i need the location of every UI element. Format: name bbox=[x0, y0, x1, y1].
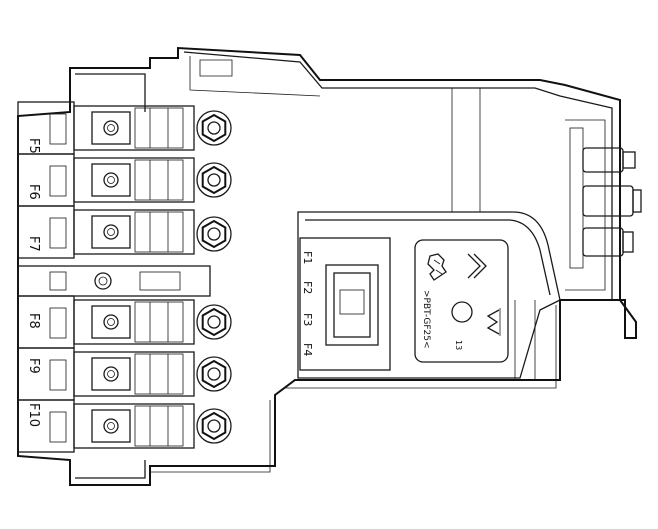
fuse-body bbox=[73, 105, 195, 151]
terminal-screw-center-icon bbox=[107, 370, 115, 378]
fuse-terminal-plate bbox=[91, 111, 131, 145]
terminal-screw-icon bbox=[103, 418, 119, 434]
terminal-screw-icon bbox=[103, 120, 119, 136]
hex-nut-icon bbox=[201, 359, 227, 389]
fuse-inner-frame bbox=[134, 159, 184, 201]
terminal-screw-center-icon bbox=[107, 176, 115, 184]
stud-nut-icon bbox=[196, 162, 232, 198]
terminal-screw-icon bbox=[103, 366, 119, 382]
fuse-body bbox=[73, 403, 195, 449]
terminal-screw-center-icon bbox=[107, 422, 115, 430]
fuse-body bbox=[73, 299, 195, 345]
stud-nut-icon bbox=[196, 408, 232, 444]
fuse-inner-frame bbox=[134, 211, 184, 253]
stud-nut-icon bbox=[196, 356, 232, 392]
center-fuse-labels: F1 F2 F3 F4 bbox=[301, 251, 314, 356]
stud-center-icon bbox=[207, 315, 221, 329]
terminal-screw-icon bbox=[103, 314, 119, 330]
center-module bbox=[297, 211, 561, 379]
fuse-terminal-plate bbox=[91, 409, 131, 443]
terminal-screw-icon bbox=[103, 172, 119, 188]
terminal-screw-center-icon bbox=[107, 124, 115, 132]
citroen-chevrons-logo-icon bbox=[467, 253, 487, 279]
fuse-inner-frame bbox=[134, 301, 184, 343]
right-connectors bbox=[569, 127, 642, 269]
fuse-label-f1: F1 bbox=[301, 251, 314, 264]
small-marking: 13 bbox=[454, 340, 463, 350]
stud-center-icon bbox=[207, 227, 221, 241]
fuse-label-f10: F10 bbox=[26, 403, 41, 427]
hex-nut-icon bbox=[201, 307, 227, 337]
fuse-body bbox=[73, 351, 195, 397]
fuse-body bbox=[73, 209, 195, 255]
fuse-label-f4: F4 bbox=[301, 343, 314, 356]
housing-outline bbox=[17, 46, 637, 486]
fuse-body bbox=[73, 157, 195, 203]
terminal-screw-center-icon bbox=[107, 318, 115, 326]
terminal-screw-center-icon bbox=[107, 228, 115, 236]
stud-center-icon bbox=[207, 419, 221, 433]
fuse-terminal-plate bbox=[91, 357, 131, 391]
fuse-tab-slot bbox=[49, 411, 67, 443]
stud-nut-icon bbox=[196, 110, 232, 146]
left-fuse-labels: F5 F6 F7 F8 F9 F10 bbox=[26, 138, 41, 427]
fuse-label-f8: F8 bbox=[26, 313, 41, 329]
fuse-row bbox=[17, 153, 232, 207]
fuse-inner-frame bbox=[134, 405, 184, 447]
hex-nut-icon bbox=[201, 411, 227, 441]
fuse-terminal-plate bbox=[91, 163, 131, 197]
stud-nut-icon bbox=[196, 304, 232, 340]
hex-nut-icon bbox=[201, 165, 227, 195]
fuse-label-f5: F5 bbox=[26, 138, 41, 154]
fuse-terminal-plate bbox=[91, 305, 131, 339]
fuse-label-f3: F3 bbox=[301, 313, 314, 326]
vw-logo-icon bbox=[486, 308, 501, 336]
stud-center-icon bbox=[207, 367, 221, 381]
fuse-label-f7: F7 bbox=[26, 236, 41, 252]
fuse-row bbox=[17, 399, 232, 453]
fuse-tab-slot bbox=[49, 307, 67, 339]
fuse-row bbox=[17, 101, 232, 155]
stud-center-icon bbox=[207, 121, 221, 135]
fuse-label-f6: F6 bbox=[26, 184, 41, 200]
stud-center-icon bbox=[207, 173, 221, 187]
fuse-tab-slot bbox=[49, 359, 67, 391]
fuse-label-f2: F2 bbox=[301, 281, 314, 294]
fuse-inner-frame bbox=[134, 107, 184, 149]
fuse-rows bbox=[17, 101, 232, 453]
terminal-screw-icon bbox=[103, 224, 119, 240]
fuse-inner-frame bbox=[134, 353, 184, 395]
fuse-tab-slot bbox=[49, 113, 67, 145]
fuse-tab bbox=[17, 347, 75, 401]
hex-nut-icon bbox=[201, 219, 227, 249]
fuse-row bbox=[17, 205, 232, 259]
hex-nut-icon bbox=[201, 113, 227, 143]
stud-nut-icon bbox=[196, 216, 232, 252]
separator-bar bbox=[17, 265, 211, 297]
peugeot-lion-logo-icon bbox=[427, 253, 447, 281]
fuse-row bbox=[17, 347, 232, 401]
fuse-label-f9: F9 bbox=[26, 358, 41, 374]
fuse-row bbox=[17, 295, 232, 349]
fuse-tab-slot bbox=[49, 165, 67, 197]
fuse-tab-slot bbox=[49, 217, 67, 249]
fuse-terminal-plate bbox=[91, 215, 131, 249]
material-marking: >PBT-GF25< bbox=[421, 290, 431, 349]
